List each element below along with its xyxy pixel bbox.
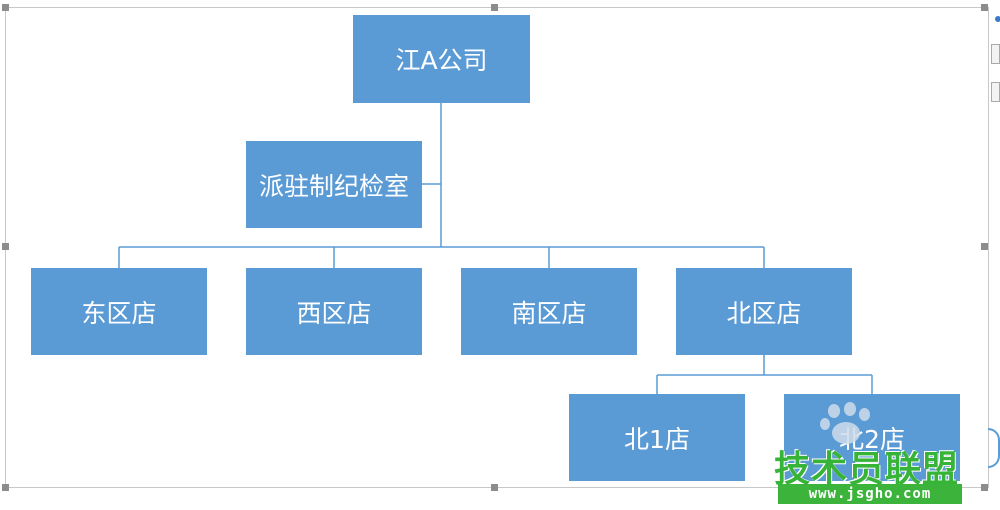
- resize-handle-bottom-right[interactable]: [981, 484, 988, 491]
- resize-handle-top-left[interactable]: [2, 4, 9, 11]
- watermark-title: 技术员联盟: [774, 449, 960, 490]
- node-branch-west[interactable]: 西区店: [246, 268, 422, 355]
- resize-handle-bottom-center[interactable]: [491, 484, 498, 491]
- resize-handle-middle-left[interactable]: [2, 243, 9, 250]
- node-root[interactable]: 江A公司: [353, 15, 530, 103]
- resize-handle-bottom-left[interactable]: [2, 484, 9, 491]
- resize-handle-top-center[interactable]: [491, 4, 498, 11]
- node-sub-north-1[interactable]: 北1店: [569, 394, 745, 481]
- resize-handle-middle-right[interactable]: [981, 243, 988, 250]
- watermark: 技术员联盟 www.jsgho.com: [770, 402, 1000, 510]
- watermark-url: www.jsgho.com: [778, 484, 962, 504]
- node-branch-south[interactable]: 南区店: [461, 268, 637, 355]
- node-branch-north[interactable]: 北区店: [676, 268, 852, 355]
- layout-options-icon[interactable]: [995, 16, 1000, 22]
- node-branch-east[interactable]: 东区店: [31, 268, 207, 355]
- paw-icon: [818, 402, 876, 446]
- resize-handle-top-right[interactable]: [981, 4, 988, 11]
- node-assistant[interactable]: 派驻制纪检室: [246, 141, 422, 228]
